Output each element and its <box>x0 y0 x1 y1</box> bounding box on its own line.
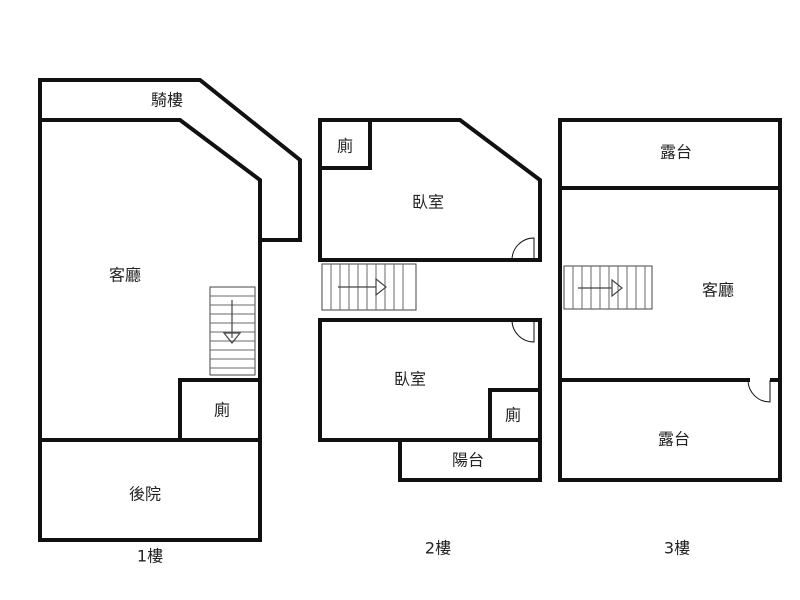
floor2-door-bottom <box>511 319 535 343</box>
floor2-toilet-top-label: 廁 <box>337 137 353 156</box>
floor1-backyard-label: 後院 <box>129 485 161 504</box>
floor1-living-room-label: 客廳 <box>109 266 141 285</box>
floor2-toilet-top-wall <box>318 118 372 170</box>
floor1-stairs <box>209 286 256 376</box>
floor2-toilet-bottom-label: 廁 <box>505 406 521 425</box>
floor2-toilet-bottom-wall <box>488 388 542 442</box>
floor1-outer-wall <box>38 118 262 542</box>
floor2-label: 2樓 <box>425 539 451 558</box>
floor2-bedroom-top-label: 臥室 <box>412 193 444 212</box>
floor3-stairs <box>563 265 653 310</box>
floor-2: 廁 臥室 臥室 廁 陽台 2樓 <box>318 118 542 558</box>
floor1-arcade-wall <box>38 78 302 242</box>
floor3-label: 3樓 <box>664 539 690 558</box>
floor2-outer-bottom <box>318 318 542 442</box>
floor3-outer-wall <box>558 118 782 482</box>
floor2-door-top <box>511 237 535 261</box>
floor3-terrace-top-label: 露台 <box>660 143 692 162</box>
floor-1: 騎樓 客廳 廁 後院 1樓 <box>38 78 302 566</box>
floor-3: 露台 客廳 露台 3樓 <box>558 118 782 558</box>
floor3-terrace-bottom-label: 露台 <box>658 430 690 449</box>
floor3-living-room-label: 客廳 <box>702 281 734 300</box>
floor2-balcony-wall <box>398 438 542 482</box>
floor1-toilet-label: 廁 <box>214 401 230 420</box>
floor2-bedroom-bottom-label: 臥室 <box>394 370 426 389</box>
floor2-balcony-label: 陽台 <box>452 451 484 470</box>
floor2-stairs <box>321 263 417 311</box>
floor3-door <box>747 379 771 403</box>
floor1-label: 1樓 <box>137 547 163 566</box>
floor1-toilet-wall <box>178 378 262 442</box>
floor1-arcade-label: 騎樓 <box>151 91 183 110</box>
